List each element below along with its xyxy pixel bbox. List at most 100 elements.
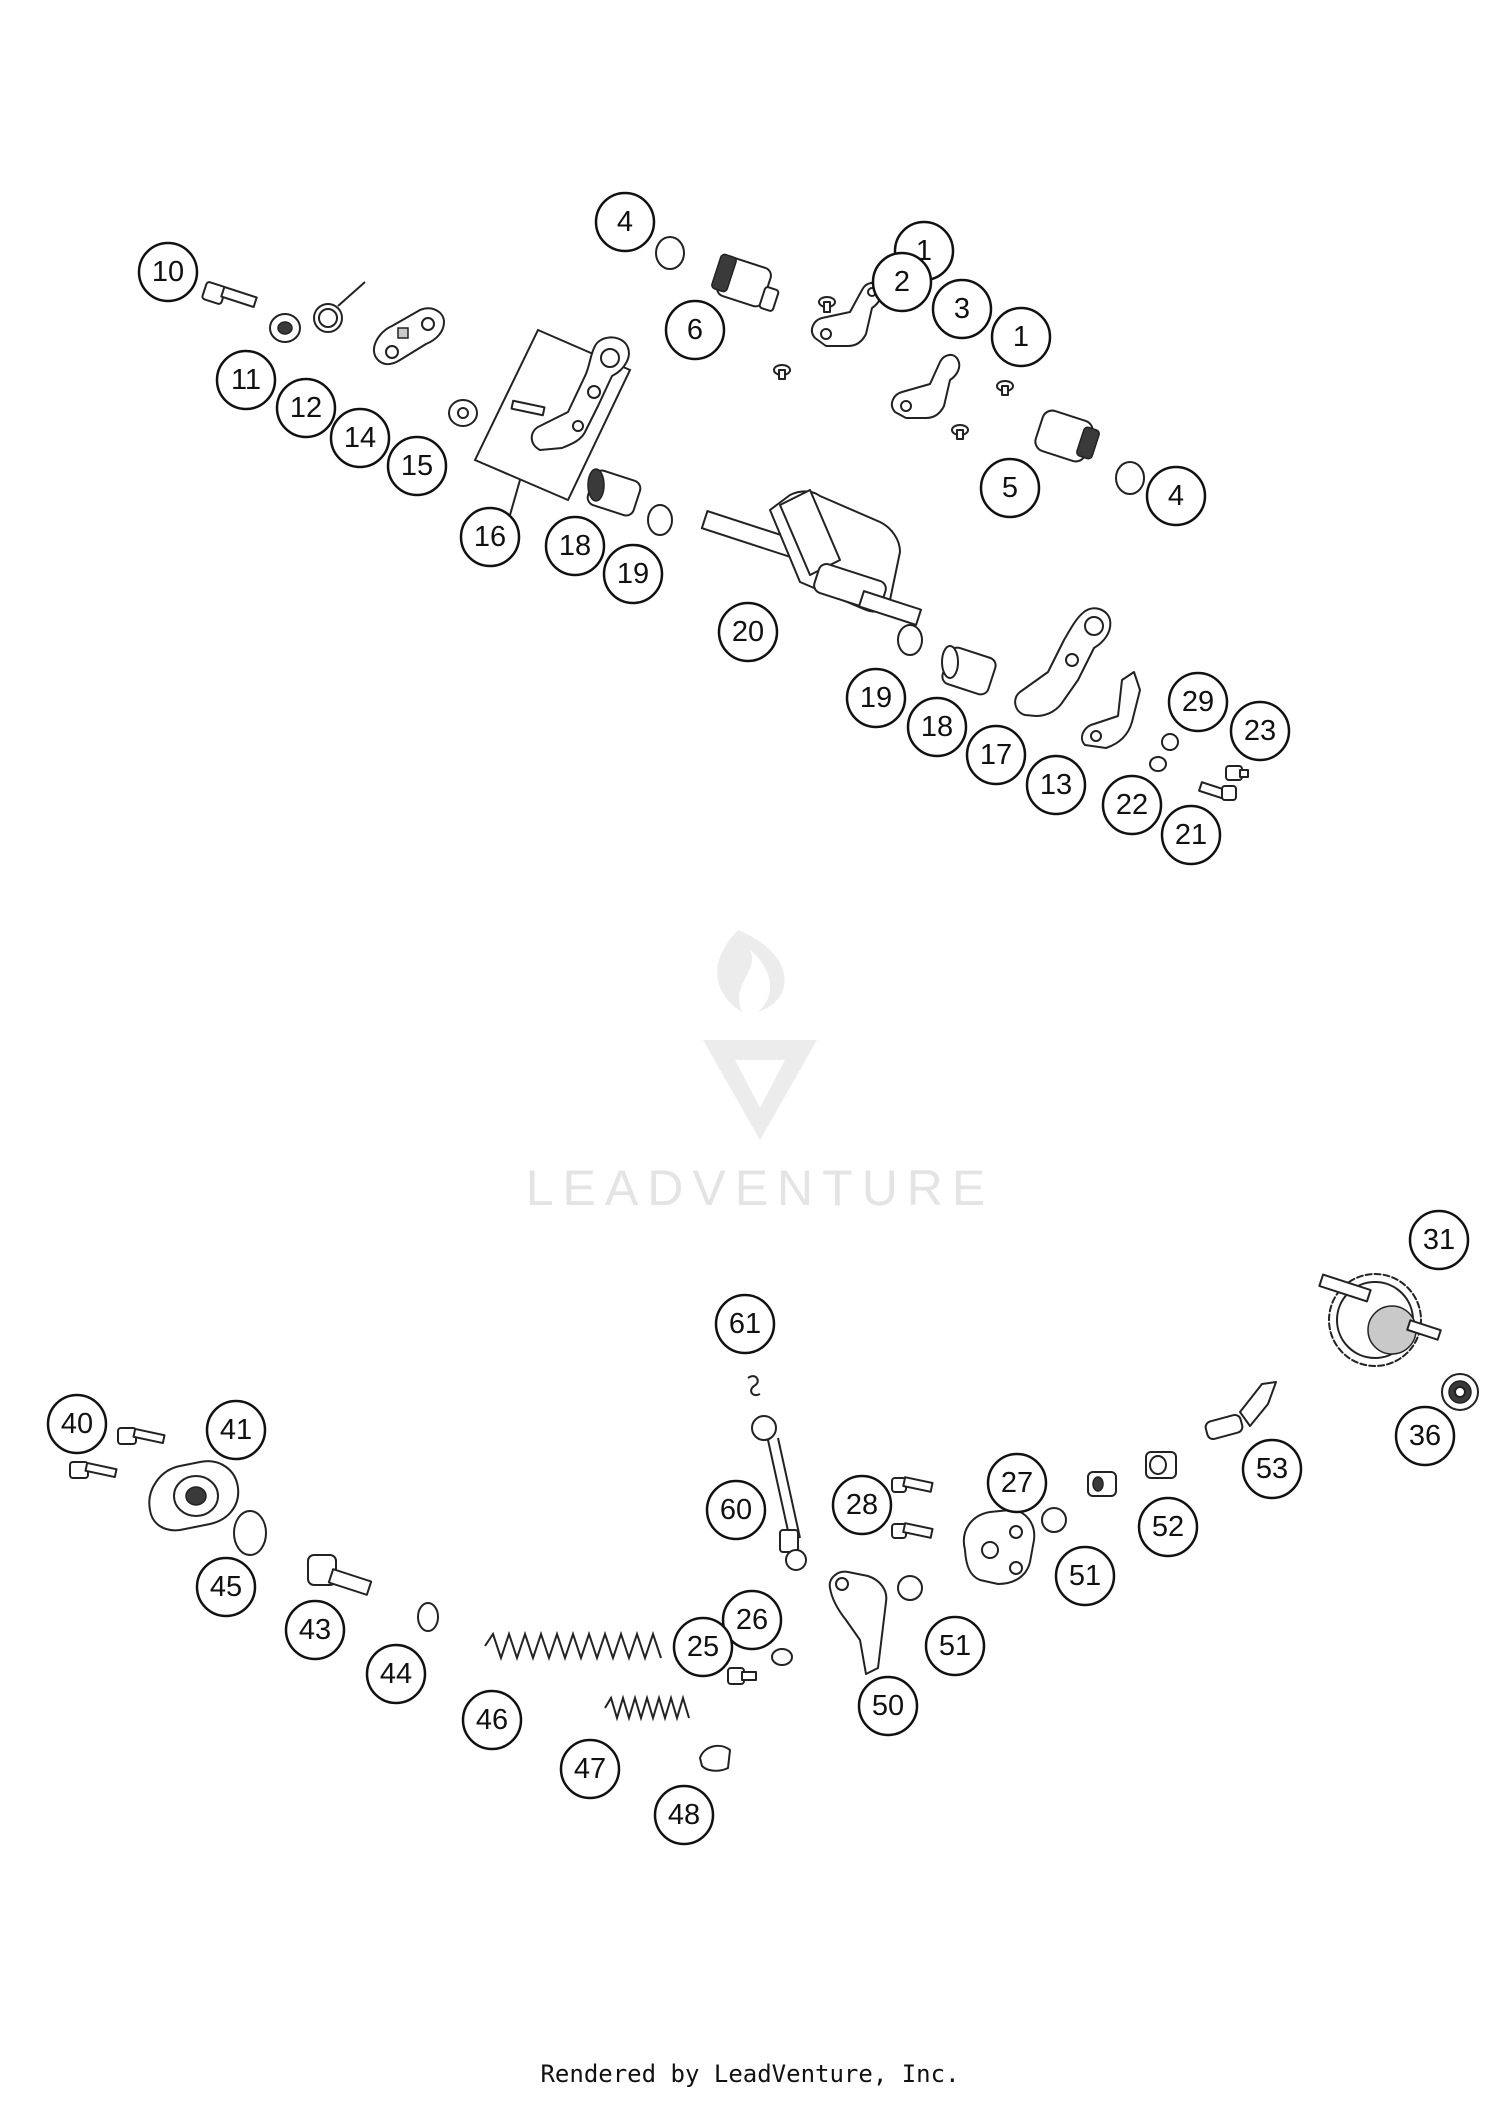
part-21-bolt	[1198, 781, 1237, 801]
svg-text:10: 10	[152, 256, 184, 288]
flame-logo-icon	[717, 930, 785, 1012]
svg-text:43: 43	[299, 1614, 331, 1646]
callout-36: 36	[1394, 1405, 1456, 1467]
part-50-arm	[828, 1570, 888, 1675]
part-45-o-ring	[233, 1510, 267, 1556]
callout-48: 48	[653, 1784, 715, 1846]
callout-51: 51	[1054, 1545, 1116, 1607]
callout-60: 60	[705, 1479, 767, 1541]
svg-text:19: 19	[860, 682, 892, 714]
svg-text:22: 22	[1116, 789, 1148, 821]
part-31-gear	[1318, 1273, 1442, 1367]
part-1-screw-b	[996, 380, 1014, 396]
part-screw-small	[773, 364, 969, 440]
callout-22: 22	[1101, 774, 1163, 836]
svg-text:1: 1	[1013, 321, 1029, 353]
callout-4: 4	[594, 191, 656, 253]
svg-text:53: 53	[1256, 1453, 1288, 1485]
part-19-o-ring-b	[897, 624, 923, 656]
watermark-brand-text: LEADVENTURE	[526, 1160, 995, 1216]
callout-50: 50	[857, 1675, 919, 1737]
svg-text:29: 29	[1182, 686, 1214, 718]
part-18-bushing-b	[941, 645, 997, 696]
svg-text:52: 52	[1152, 1511, 1184, 1543]
part-51-washer-b	[1041, 1507, 1067, 1533]
svg-text:61: 61	[729, 1308, 761, 1340]
callout-52: 52	[1137, 1496, 1199, 1558]
callout-46: 46	[461, 1689, 523, 1751]
callout-47: 47	[559, 1738, 621, 1800]
callout-45: 45	[195, 1556, 257, 1618]
part-48-clip	[699, 1744, 731, 1772]
part-51-washer	[897, 1575, 923, 1601]
svg-text:46: 46	[476, 1704, 508, 1736]
part-2-bracket	[811, 282, 883, 347]
callout-18: 18	[906, 696, 968, 758]
callout-20: 20	[717, 601, 779, 663]
svg-text:44: 44	[380, 1658, 412, 1690]
svg-text:20: 20	[732, 616, 764, 648]
svg-text:17: 17	[980, 739, 1012, 771]
callout-15: 15	[386, 435, 448, 497]
part-16-lever-kit	[473, 328, 632, 516]
svg-text:40: 40	[61, 1408, 93, 1440]
svg-text:27: 27	[1001, 1467, 1033, 1499]
render-credit: Rendered by LeadVenture, Inc.	[540, 2060, 960, 2088]
callout-3: 3	[931, 278, 993, 340]
upper-assembly	[201, 236, 1249, 801]
callout-10: 10	[137, 241, 199, 303]
part-17-shift-lever	[1014, 607, 1112, 717]
svg-text:3: 3	[954, 293, 970, 325]
callout-21: 21	[1160, 804, 1222, 866]
part-26-washer	[771, 1648, 793, 1666]
part-23-bolt	[1225, 765, 1249, 781]
svg-text:15: 15	[401, 450, 433, 482]
part-10-bolt	[201, 281, 258, 309]
callout-25: 25	[672, 1616, 734, 1678]
part-41-cover	[148, 1460, 240, 1532]
svg-text:23: 23	[1244, 715, 1276, 747]
part-61-clip	[747, 1375, 761, 1396]
callout-13: 13	[1025, 754, 1087, 816]
callout-31: 31	[1408, 1209, 1470, 1271]
svg-text:6: 6	[687, 314, 703, 346]
callout-27: 27	[986, 1452, 1048, 1514]
part-52-bushing	[1087, 1451, 1177, 1497]
svg-text:18: 18	[921, 711, 953, 743]
part-19-o-ring	[647, 504, 673, 536]
part-53-lever	[1204, 1381, 1277, 1441]
svg-text:25: 25	[687, 1631, 719, 1663]
part-4-o-ring	[655, 236, 685, 270]
part-18-bushing	[586, 468, 642, 517]
callout-4: 4	[1145, 465, 1207, 527]
callout-40: 40	[46, 1393, 108, 1455]
part-25-bolt	[727, 1667, 757, 1685]
svg-text:50: 50	[872, 1690, 904, 1722]
callout-11: 11	[215, 349, 277, 411]
part-5-gear-sensor	[1034, 409, 1100, 463]
svg-text:5: 5	[1002, 472, 1018, 504]
part-22-washer	[1149, 756, 1167, 772]
part-46-spring	[484, 1630, 662, 1662]
callout-5: 5	[979, 457, 1041, 519]
callout-41: 41	[205, 1399, 267, 1461]
callout-16: 16	[459, 506, 521, 568]
svg-text:19: 19	[617, 558, 649, 590]
part-13-arm	[1081, 671, 1141, 749]
part-11-bushing	[269, 313, 301, 343]
svg-text:2: 2	[894, 266, 910, 298]
svg-text:11: 11	[231, 364, 261, 396]
callout-12: 12	[275, 377, 337, 439]
callout-18: 18	[544, 515, 606, 577]
part-20-shift-shaft	[700, 489, 923, 626]
svg-text:21: 21	[1175, 819, 1207, 851]
svg-text:4: 4	[1168, 480, 1184, 512]
callout-53: 53	[1241, 1438, 1303, 1500]
callout-26: 26	[721, 1589, 783, 1651]
svg-text:51: 51	[1069, 1560, 1101, 1592]
callout-17: 17	[965, 724, 1027, 786]
callout-43: 43	[284, 1599, 346, 1661]
svg-text:13: 13	[1040, 769, 1072, 801]
